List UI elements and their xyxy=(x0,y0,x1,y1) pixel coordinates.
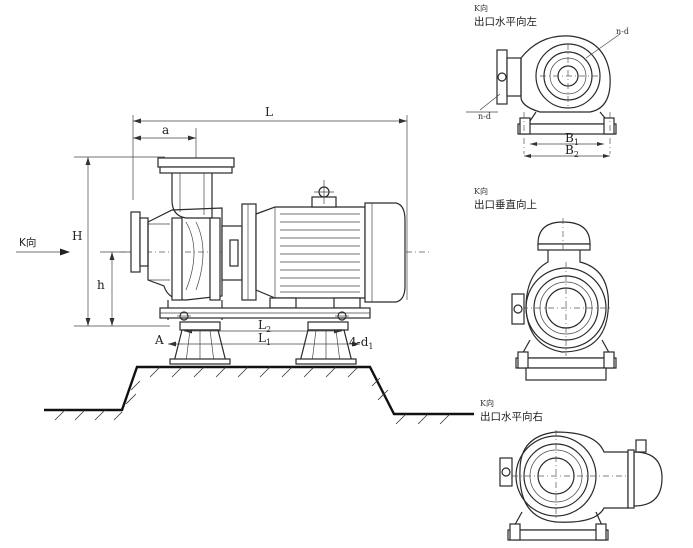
svg-text:L1: L1 xyxy=(258,331,271,347)
label-A: A xyxy=(154,333,164,347)
view1-subtitle: 出口水平向左 xyxy=(474,15,537,28)
svg-text:L2: L2 xyxy=(258,318,271,334)
view3-title: K向 xyxy=(480,398,494,408)
label-H: H xyxy=(72,229,82,243)
motor-body xyxy=(255,180,406,309)
view-outlet-horizontal-left: K向 出口水平向左 n-d n-d xyxy=(466,3,629,159)
main-side-view: L a H h xyxy=(16,105,474,425)
bearing-bracket xyxy=(221,203,257,301)
base-frame xyxy=(159,307,371,321)
dimension-h: h xyxy=(97,251,132,326)
dimension-L: L xyxy=(132,105,408,300)
pump-casing xyxy=(147,207,223,320)
k-direction-arrow: K向 xyxy=(16,236,70,256)
vibration-mount-left xyxy=(169,321,231,365)
view1-nd-top: n-d xyxy=(616,27,629,36)
view1-nd-bottom: n-d xyxy=(478,112,491,121)
dimension-H: H xyxy=(72,156,170,327)
label-L2: L xyxy=(258,318,266,332)
view1-label-B1: B xyxy=(565,131,574,145)
view1-label-B1-sub: 1 xyxy=(574,138,579,147)
view1-label-B2: B xyxy=(565,143,574,157)
svg-text:B2: B2 xyxy=(565,143,579,159)
label-h: h xyxy=(97,278,105,292)
label-L: L xyxy=(265,105,273,119)
dimension-L1: L1 xyxy=(168,331,360,347)
vibration-mount-right xyxy=(295,321,357,365)
dimension-a: a xyxy=(133,123,197,160)
view-outlet-vertical-up: K向 出口垂直向上 xyxy=(474,186,617,381)
view-outlet-horizontal-right: K向 出口水平向右 xyxy=(480,398,663,541)
motor-cooling-fins xyxy=(280,213,360,293)
label-a: a xyxy=(162,123,169,137)
outlet-pipe xyxy=(157,157,235,219)
view2-subtitle: 出口垂直向上 xyxy=(474,198,537,211)
inlet-flange xyxy=(130,211,170,281)
view1-dimension-B1: B1 xyxy=(530,131,604,147)
label-4-d1-sub: 1 xyxy=(368,342,373,351)
view2-title: K向 xyxy=(474,186,488,196)
view1-pump-end-view xyxy=(496,33,621,154)
label-L1: L xyxy=(258,331,266,345)
label-4-d1: 4-d xyxy=(349,335,369,349)
view1-label-B2-sub: 2 xyxy=(574,150,579,159)
svg-text:B1: B1 xyxy=(565,131,579,147)
view2-pump-end-view xyxy=(511,218,617,381)
view1-title: K向 xyxy=(474,3,488,13)
label-k-direction: K向 xyxy=(19,236,36,249)
view1-dimension-B2: B2 xyxy=(524,143,610,159)
label-L2-sub: 2 xyxy=(266,325,271,334)
view3-pump-end-view xyxy=(499,430,663,541)
view3-subtitle: 出口水平向右 xyxy=(480,410,543,423)
foundation xyxy=(44,365,474,425)
label-L1-sub: 1 xyxy=(266,338,271,347)
svg-text:4-d1: 4-d1 xyxy=(349,335,373,351)
